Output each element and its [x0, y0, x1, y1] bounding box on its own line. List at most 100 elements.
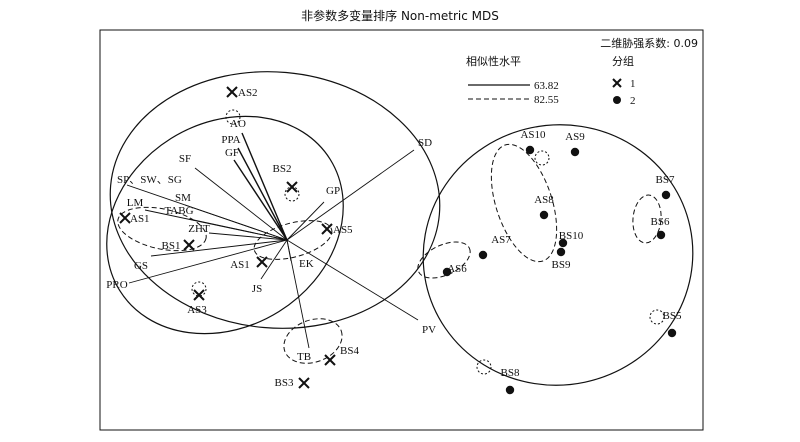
vector-pro-10	[128, 239, 288, 284]
cluster-solid-group1-inner	[106, 115, 344, 335]
dot-marker-bs6-17	[656, 230, 666, 240]
cluster-dashed-as1-as5	[253, 220, 333, 260]
vector-label-tabg-7: TABG	[164, 205, 193, 217]
plot-frame	[99, 29, 704, 431]
vector-label-lm-6: LM	[127, 197, 144, 209]
vector-label-zht-8: ZHT	[188, 223, 210, 235]
stress-label: 二维胁强系数: 0.09	[600, 36, 698, 50]
point-label-as9-10: AS9	[565, 131, 585, 143]
dot-marker-as7-14	[478, 250, 488, 260]
vector-label-ao-0: AO	[230, 118, 246, 130]
vector-sd-11	[286, 149, 415, 241]
vector-ppa-1	[237, 147, 288, 241]
point-label-bs9-13: BS9	[552, 259, 571, 271]
similarity-legend-title: 相似性水平	[466, 54, 521, 68]
point-label-as5-4: AS5	[333, 224, 353, 236]
dot-marker-as9-10	[570, 147, 580, 157]
legend-dashed-label: 82.55	[534, 94, 559, 106]
vector-ao-0	[241, 132, 288, 241]
cross-marker-bs4-7	[324, 354, 336, 366]
legend-group2-label: 2	[630, 95, 636, 107]
vector-label-ppa-1: PPA	[221, 134, 240, 146]
legend-solid-label: 63.82	[534, 80, 559, 92]
point-label-as1-2: AS1	[130, 213, 150, 225]
vector-label-sd-11: SD	[418, 137, 432, 149]
cluster-dashed-as1-bs1	[117, 206, 207, 252]
vector-sm-5	[184, 204, 288, 241]
point-label-bs7-16: BS7	[656, 174, 675, 186]
cluster-dashed-bs5	[649, 309, 665, 325]
point-label-bs3-8: BS3	[275, 377, 294, 389]
cluster-dashed-as6-as7	[417, 241, 471, 279]
vector-sf-3	[194, 167, 288, 241]
point-label-as7-14: AS7	[491, 234, 511, 246]
dot-marker-as10-9	[525, 145, 535, 155]
vector-js-14	[260, 239, 288, 280]
vector-zht-8	[208, 232, 288, 241]
vector-label-sm-5: SM	[175, 192, 191, 204]
vector-label-tb-15: TB	[297, 351, 311, 363]
cluster-dashed-as9	[534, 150, 550, 166]
vector-tb-15	[286, 239, 310, 349]
legend-group1-label: 1	[630, 78, 636, 90]
cross-marker-as5-4	[321, 223, 333, 235]
vector-label-gf-2: GF	[225, 147, 239, 159]
vector-pv-16	[286, 239, 419, 321]
dot-marker-bs5-18	[667, 328, 677, 338]
point-label-bs1-3: BS1	[162, 240, 181, 252]
point-label-bs10-12: BS10	[559, 230, 584, 242]
point-label-as10-9: AS10	[520, 129, 546, 141]
vector-gp-12	[286, 201, 325, 241]
dot-marker-bs8-19	[505, 385, 515, 395]
vector-label-sp-sw-sg-4: SP、SW、SG	[117, 174, 182, 186]
point-label-as8-11: AS8	[534, 194, 554, 206]
dot-marker-bs10-12	[558, 238, 568, 248]
cross-marker-bs2-1	[286, 181, 298, 193]
point-label-bs4-7: BS4	[340, 345, 359, 357]
dot-marker-as8-11	[539, 210, 549, 220]
group-legend: 分组 1 2	[612, 54, 636, 107]
vector-label-ek-13: EK	[299, 258, 314, 270]
cluster-solid-group1	[109, 71, 441, 329]
point-label-as2-0: AS2	[238, 87, 258, 99]
cross-marker-bs1-3	[183, 239, 195, 251]
legend-dot-icon	[613, 96, 621, 104]
cluster-dashed-as10-bs9	[490, 143, 558, 263]
cluster-solid-group2	[422, 124, 694, 386]
point-label-as1-5: AS1	[230, 259, 250, 271]
dot-marker-as6-15	[442, 267, 452, 277]
dot-marker-bs9-13	[556, 247, 566, 257]
vector-label-gp-12: GP	[326, 185, 340, 197]
vector-tabg-7	[188, 218, 288, 241]
cluster-outlines	[106, 71, 694, 386]
vector-gs-9	[150, 239, 288, 257]
vector-label-js-14: JS	[252, 283, 262, 295]
cluster-dashed-as2	[225, 109, 241, 125]
vector-gf-2	[233, 159, 288, 241]
point-label-bs8-19: BS8	[501, 367, 520, 379]
point-label-bs5-18: BS5	[663, 310, 682, 322]
legend-cross-icon	[612, 78, 622, 88]
cross-marker-as1-2	[119, 212, 131, 224]
vector-label-pro-10: PRO	[106, 279, 127, 291]
point-label-bs2-1: BS2	[273, 163, 292, 175]
cluster-dashed-bs6-bs7	[632, 194, 662, 244]
cluster-dashed-as3	[191, 281, 207, 297]
cross-marker-as3-6	[193, 289, 205, 301]
vector-label-pv-16: PV	[422, 324, 436, 336]
cross-marker-bs3-8	[298, 377, 310, 389]
cluster-dashed-bs3-bs4	[283, 318, 343, 364]
cross-marker-as1-5	[256, 256, 268, 268]
vector-label-sf-3: SF	[179, 153, 191, 165]
cluster-dashed-bs2	[284, 186, 300, 202]
chart-title: 非参数多变量排序 Non-metric MDS	[301, 8, 499, 23]
similarity-legend: 相似性水平 63.82 82.55	[466, 54, 559, 106]
cross-marker-as2-0	[226, 86, 238, 98]
vector-label-gs-9: GS	[134, 260, 148, 272]
group-legend-title: 分组	[612, 54, 634, 68]
point-label-as3-6: AS3	[187, 304, 207, 316]
dot-marker-bs7-16	[661, 190, 671, 200]
